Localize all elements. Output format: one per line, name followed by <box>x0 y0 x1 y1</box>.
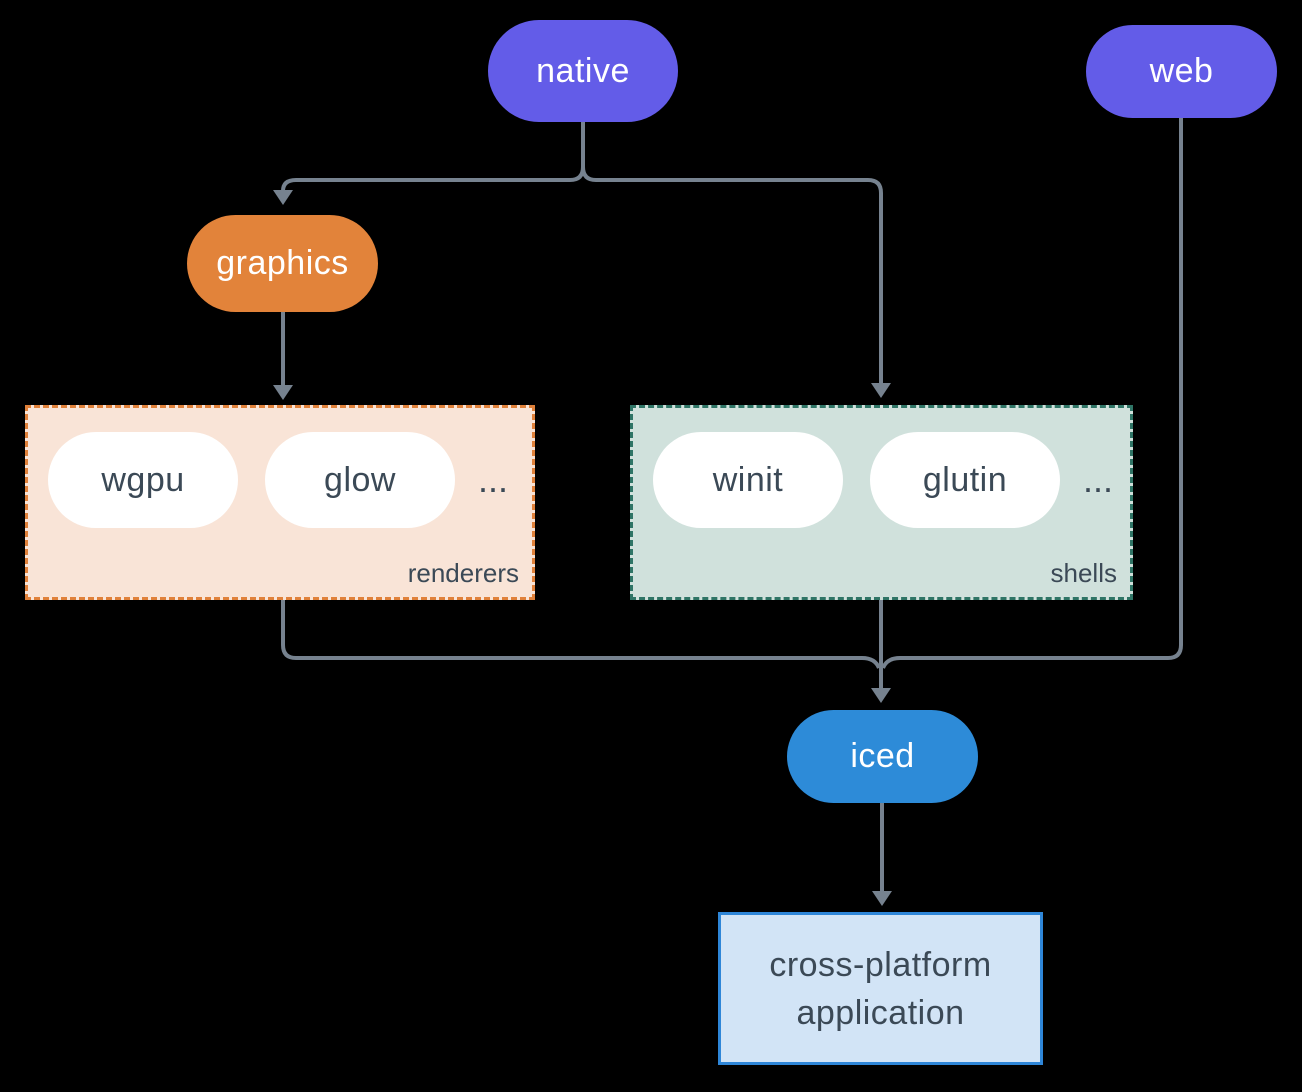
node-graphics: graphics <box>187 215 378 312</box>
node-iced-label: iced <box>850 737 915 775</box>
node-web-label: web <box>1149 52 1214 90</box>
pill-wgpu-label: wgpu <box>101 460 185 499</box>
node-web: web <box>1086 25 1277 118</box>
arrowhead-into-app <box>872 891 892 906</box>
group-renderers: wgpu glow ... renderers <box>25 405 535 600</box>
shells-group-label: shells <box>1050 558 1117 588</box>
renderers-group-label: renderers <box>407 558 519 588</box>
arrowhead-into-iced <box>871 688 891 703</box>
pill-winit-label: winit <box>712 460 784 499</box>
renderers-ellipsis: ... <box>477 459 508 500</box>
pill-glow: glow <box>265 432 455 528</box>
arrowhead-into-shells <box>871 383 891 398</box>
edge-native-to-shells <box>581 122 883 384</box>
group-shells: winit glutin ... shells <box>630 405 1133 600</box>
edge-native-to-graphics <box>281 122 585 192</box>
node-native: native <box>488 20 678 122</box>
app-box-line2: application <box>796 993 965 1032</box>
pill-winit: winit <box>653 432 843 528</box>
node-native-label: native <box>536 51 630 90</box>
pill-glutin: glutin <box>870 432 1060 528</box>
pill-wgpu: wgpu <box>48 432 238 528</box>
cross-platform-application-box: cross-platform application <box>718 912 1043 1065</box>
edge-renderers-to-iced <box>281 600 881 669</box>
arrowhead-into-renderers <box>273 385 293 400</box>
pill-glow-label: glow <box>324 460 396 499</box>
app-box-line1: cross-platform <box>769 945 992 984</box>
node-graphics-label: graphics <box>216 244 349 282</box>
pill-glutin-label: glutin <box>922 460 1008 499</box>
shells-ellipsis: ... <box>1082 459 1113 500</box>
arrowhead-into-graphics <box>273 190 293 205</box>
node-iced: iced <box>787 710 978 803</box>
